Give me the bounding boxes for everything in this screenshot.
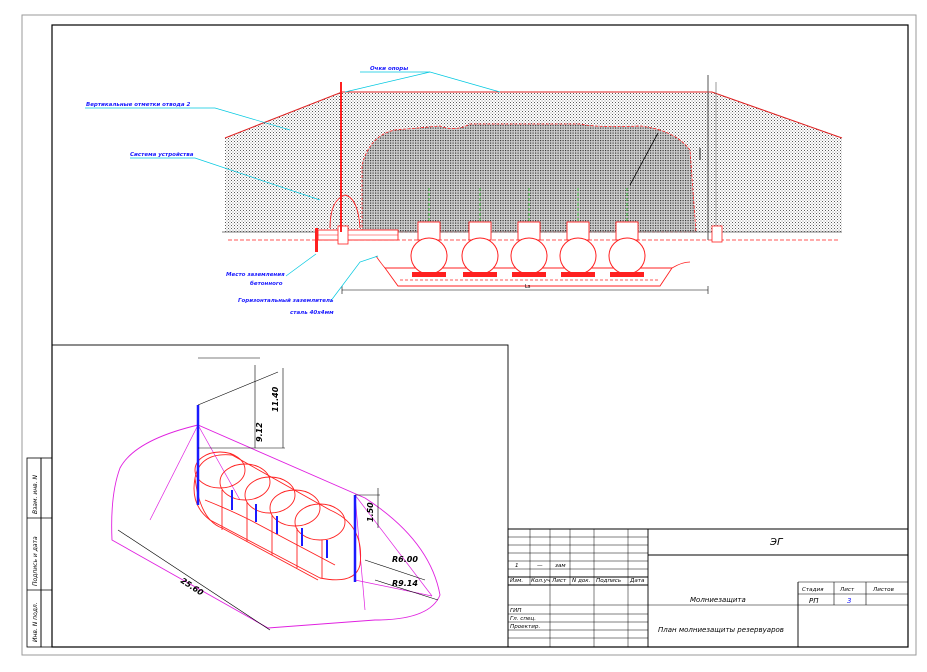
leader-grounding xyxy=(285,253,317,277)
rev-dash: — xyxy=(537,563,543,569)
hdr-data: Дата xyxy=(629,578,645,584)
hdr-list: Лист xyxy=(551,578,567,584)
sheet-value: 3 xyxy=(847,597,851,605)
hdr-podpis: Подпись xyxy=(596,578,621,584)
drawing-name: План молниезащиты резервуаров xyxy=(658,626,784,634)
leader-horizontal xyxy=(329,255,379,303)
tank xyxy=(608,188,646,277)
tank xyxy=(510,188,548,277)
side-stamp: Взам. инв. N Подпись и дата Инв. N подл. xyxy=(26,457,53,648)
dim-radius-1: R6.00 xyxy=(392,555,418,564)
section-name: Молниезащита xyxy=(690,596,746,604)
label-roof: Очки опоры xyxy=(370,66,408,72)
stamp-podpis: Подпись и дата xyxy=(32,536,39,586)
leader-cable xyxy=(130,157,321,201)
title-block-text: ЭГ 1 — зам Изм. Кол.уч Лист N док. Подпи… xyxy=(510,537,894,634)
leader-rod xyxy=(85,107,291,131)
tall-mast-left xyxy=(340,82,342,232)
sheet-header: Лист xyxy=(839,587,855,593)
role-proekt: Проектир. xyxy=(510,624,540,630)
isometric-view: 9.12 11.40 1.50 R6.00 R9.14 25.60 xyxy=(111,357,441,631)
stamp-vzam: Взам. инв. N xyxy=(32,475,39,514)
dim-radius-2: R9.14 xyxy=(392,579,418,588)
hdr-izm: Изм. xyxy=(510,578,523,584)
stage-header: Стадия xyxy=(802,587,824,593)
title-block xyxy=(507,528,909,648)
grounding-clamp xyxy=(315,228,318,252)
label-grounding: Место заземления xyxy=(226,272,285,278)
tank-mesh xyxy=(193,451,362,581)
label-horizontal: Горизонтальный заземлитель xyxy=(238,298,334,304)
dim-length: 25.60 xyxy=(179,576,205,598)
rev-num: 1 xyxy=(515,563,519,569)
well xyxy=(337,225,349,245)
outer-frame xyxy=(21,14,917,656)
dim-height-mast: 9.12 xyxy=(255,422,264,442)
stamp-inv: Инв. N подл. xyxy=(32,602,39,642)
dim-height-small: 1.50 xyxy=(366,502,375,522)
label-rod: Вертикальные отметки отвода 2 xyxy=(86,102,190,108)
embankment-outline xyxy=(224,91,843,139)
label-cable: Система устройства xyxy=(130,152,194,158)
length-mark: Ls xyxy=(525,284,531,290)
tank xyxy=(410,188,448,277)
rev-note: зам xyxy=(555,563,566,569)
dome-hatch xyxy=(361,123,697,233)
tanks-row xyxy=(410,188,646,277)
dim-height-total: 11.40 xyxy=(271,386,280,412)
role-gl: Гл. спец. xyxy=(510,616,536,622)
stage-value: РП xyxy=(809,597,819,605)
hdr-ndok: N док. xyxy=(572,578,591,584)
label-horizontal-2: сталь 40х4мм xyxy=(290,310,334,316)
iso-frame xyxy=(51,344,509,648)
tank xyxy=(559,188,597,277)
section-view: Ls Очки опоры Вертикальные отметки отвод… xyxy=(85,66,843,316)
sheets-header: Листов xyxy=(872,587,894,593)
project-code: ЭГ xyxy=(769,537,784,548)
tank xyxy=(461,188,499,277)
protection-zone xyxy=(111,424,441,629)
leader-roof xyxy=(360,71,501,93)
role-gip: ГИП xyxy=(510,608,522,614)
label-grounding-2: бетонного xyxy=(250,280,283,287)
hdr-kol: Кол.уч xyxy=(531,578,551,584)
